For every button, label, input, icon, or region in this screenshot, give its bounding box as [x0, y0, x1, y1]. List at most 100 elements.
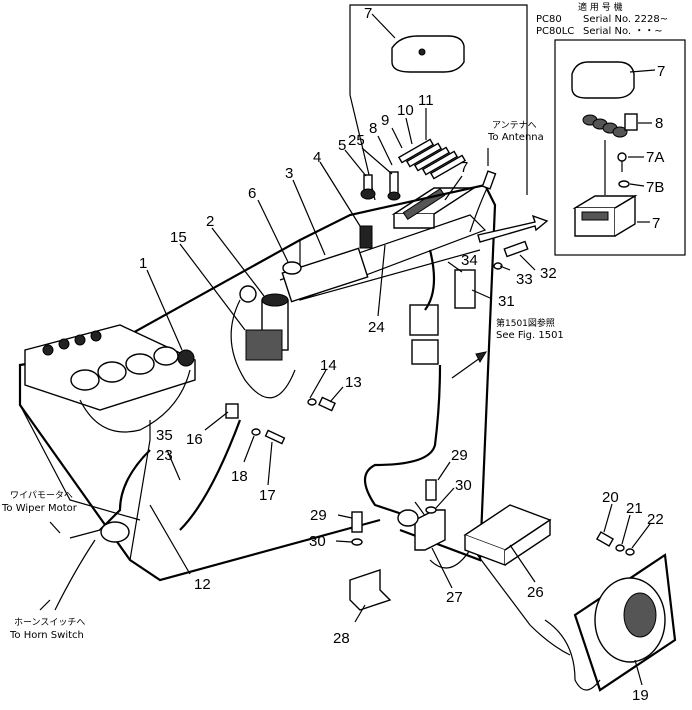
callout-30a: 30 — [455, 477, 472, 494]
callout-19: 19 — [632, 687, 649, 704]
washer-22-shape — [625, 548, 635, 556]
bolt-13-shape — [318, 396, 336, 412]
callout-16: 16 — [186, 431, 203, 448]
connector-harness-shape — [409, 304, 439, 336]
note-wiper-jp: ワイパモータへ — [10, 490, 73, 501]
note-fig-en: See Fig. 1501 — [496, 330, 564, 341]
serial-model-1: PC80 — [536, 14, 562, 25]
screw-20-shape — [595, 531, 615, 547]
inset-washer-shape — [618, 180, 630, 188]
note-fig-jp: 第1501図参照 — [496, 317, 555, 329]
bracket-27-shape — [414, 509, 446, 551]
callout-35: 35 — [156, 427, 173, 444]
inset-fusebox-shape — [572, 194, 638, 237]
serial-inset: 適 用 号 機 PC80 Serial No. 2228~ PC80LC Ser… — [536, 1, 686, 256]
switch-25-shape — [389, 171, 399, 195]
callout-12: 12 — [194, 576, 211, 593]
bracket-28-shape — [349, 569, 392, 611]
serial-heading: 適 用 号 機 — [578, 1, 623, 13]
callout-8-main: 8 — [369, 120, 377, 137]
washer-18-shape — [251, 428, 261, 436]
serial-number-2: Serial No. ・・~ — [583, 26, 663, 37]
serial-number-1: Serial No. 2228~ — [583, 14, 668, 25]
bolt-29a-shape — [425, 479, 437, 501]
callout-7-inset-a: 7 — [657, 63, 665, 80]
callout-4: 4 — [313, 149, 321, 166]
note-antenna-jp: アンテナへ — [492, 120, 537, 131]
panel-components — [225, 171, 529, 445]
fuse-row-shape — [397, 138, 467, 180]
callout-7-top: 7 — [364, 5, 372, 22]
serial-model-2: PC80LC — [536, 26, 574, 37]
callout-30b: 30 — [309, 533, 326, 550]
top-cover-shape — [391, 35, 465, 73]
callout-17: 17 — [259, 487, 276, 504]
callout-2: 2 — [206, 213, 214, 230]
clamp-16-shape — [225, 403, 239, 419]
callout-7B: 7B — [646, 179, 664, 196]
callout-26: 26 — [527, 584, 544, 601]
switch-1-shape — [177, 349, 195, 367]
leader-7-inset-a — [629, 69, 656, 73]
upper-exploded-panel: 7 9 10 11 8 7 — [349, 4, 528, 229]
callout-3: 3 — [285, 165, 293, 182]
washer-21-shape — [615, 544, 625, 552]
callout-25: 25 — [348, 132, 365, 149]
leader-lines — [146, 147, 651, 686]
note-horn-en: To Horn Switch — [9, 630, 84, 641]
note-horn-jp: ホーンスイッチへ — [14, 617, 85, 628]
gauge-3-shape — [281, 247, 369, 303]
inset-frame — [554, 39, 686, 256]
callout-27: 27 — [446, 589, 463, 606]
callout-22: 22 — [647, 511, 664, 528]
meter-cluster — [24, 324, 196, 433]
callout-11: 11 — [418, 92, 434, 109]
antenna-lead-shape — [481, 170, 497, 190]
callout-7-inset-b: 7 — [652, 215, 660, 232]
inset-cover-shape — [571, 61, 635, 99]
callout-31: 31 — [498, 293, 515, 310]
leader-7-top — [371, 13, 396, 39]
callout-32: 32 — [540, 265, 557, 282]
speaker-frame-shape — [573, 553, 677, 692]
callout-8-inset: 8 — [655, 115, 663, 132]
callout-20: 20 — [602, 489, 619, 506]
washer-14-shape — [307, 398, 317, 406]
leader-7B — [629, 183, 645, 187]
callout-29a: 29 — [451, 447, 468, 464]
callout-34: 34 — [461, 252, 478, 269]
cap-6-shape — [282, 261, 302, 275]
inset-screw-shape — [617, 152, 627, 162]
lower-components — [349, 479, 677, 692]
callout-6: 6 — [248, 185, 256, 202]
callout-14: 14 — [320, 357, 337, 374]
callout-33: 33 — [516, 271, 533, 288]
note-wiper-en: To Wiper Motor — [1, 503, 78, 514]
callout-18: 18 — [231, 468, 248, 485]
callout-24: 24 — [368, 319, 385, 336]
callout-numbers: 1 2 3 4 5 6 25 15 14 13 16 35 23 18 17 1… — [139, 132, 664, 704]
screw-32-shape — [503, 240, 529, 258]
bolt-29b-shape — [351, 511, 363, 533]
callout-7-main: 7 — [460, 159, 468, 176]
callout-7A: 7A — [646, 149, 664, 166]
inset-fuses-shape — [582, 113, 638, 138]
washer-33-shape — [493, 262, 503, 270]
callout-13: 13 — [345, 374, 362, 391]
callout-5: 5 — [338, 137, 346, 154]
harness-wires — [39, 148, 571, 656]
grommet-shape — [100, 521, 130, 543]
callout-29b: 29 — [310, 507, 327, 524]
notes: アンテナへ To Antenna 第1501図参照 See Fig. 1501 … — [1, 120, 564, 641]
callout-10: 10 — [397, 102, 414, 119]
callout-23: 23 — [156, 447, 173, 464]
inset-arrow — [477, 214, 549, 243]
callout-1: 1 — [139, 255, 147, 272]
washer-30a-shape — [425, 506, 437, 514]
bolt-17-shape — [264, 429, 286, 445]
callout-15: 15 — [170, 229, 187, 246]
washer-30b-shape — [351, 538, 363, 546]
callout-21: 21 — [626, 500, 643, 517]
fuse-block-shape — [391, 187, 477, 229]
